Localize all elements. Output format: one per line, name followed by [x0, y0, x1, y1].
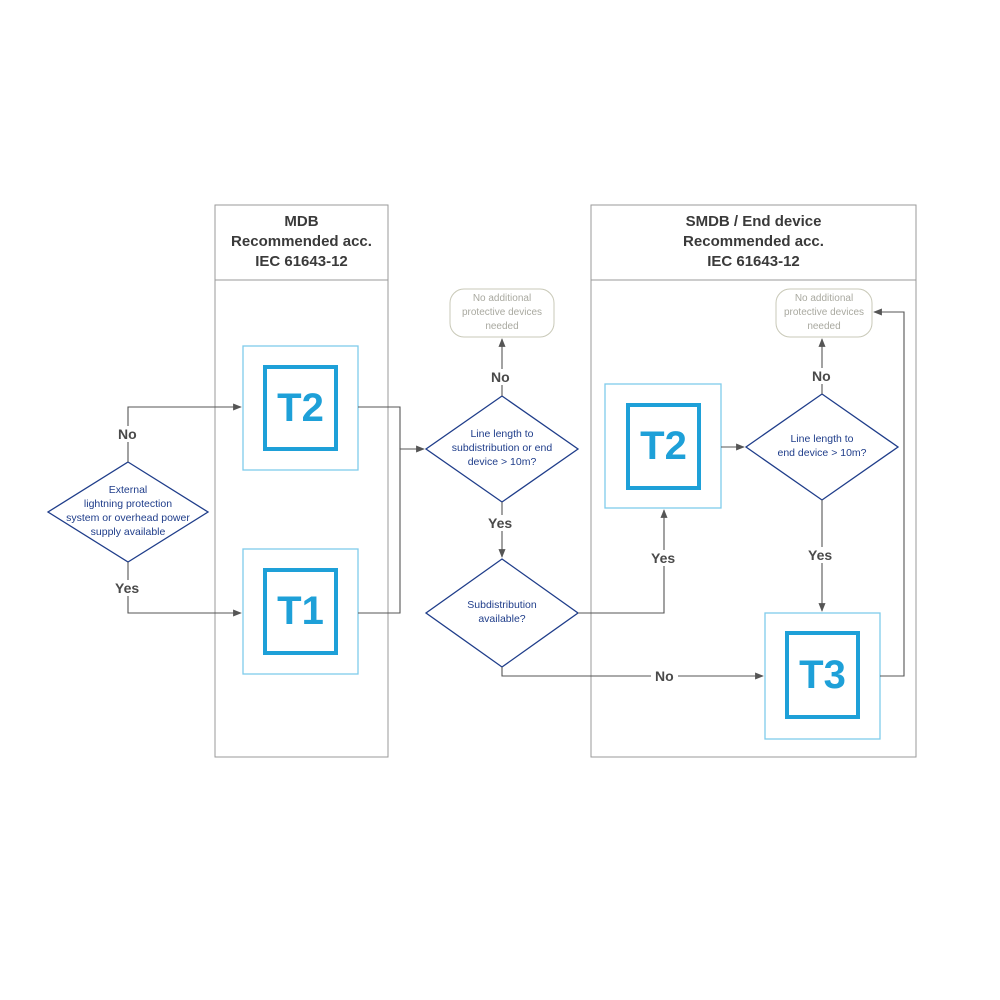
no-devices-terminal-2: [775, 288, 873, 338]
mdb-t1-label: T1: [277, 589, 324, 633]
external-no-label: No: [118, 426, 137, 442]
external-question-line-2: lightning protection: [83, 498, 173, 510]
terminal1-line-2: protective devices: [461, 307, 543, 318]
smdb-header-line-2: Recommended acc.: [683, 233, 824, 250]
subdist-question-line-2: available?: [478, 613, 526, 625]
mdb-t2-label: T2: [277, 385, 324, 430]
external-yes-label: Yes: [115, 580, 140, 596]
connector-t3-loop: [873, 308, 905, 677]
terminal2-line-1: No additional: [794, 293, 854, 304]
connector-mdb-t1-out: [358, 445, 425, 614]
line1-yes-label: Yes: [488, 515, 513, 531]
line2-question-line-1: Line length to: [790, 433, 854, 445]
connector-subdist-no: [501, 667, 764, 680]
line2-no-label: No: [812, 368, 831, 384]
subdist-question-line-1: Subdistribution: [467, 599, 537, 611]
smdb-t3-label: T3: [799, 652, 846, 697]
mdb-column: [214, 204, 389, 758]
external-question-line-4: supply available: [90, 526, 166, 538]
connector-subdist-yes: [578, 509, 668, 614]
connector-mdb-t2-out: [358, 406, 401, 449]
terminal2-line-3: needed: [807, 321, 841, 332]
line1-no-label: No: [491, 369, 510, 385]
no-devices-text-1: No additional protective devices needed: [450, 292, 554, 334]
terminal1-line-3: needed: [485, 321, 519, 332]
line-length-question-2: Line length to end device > 10m?: [746, 432, 898, 460]
line1-question-line-1: Line length to: [470, 428, 534, 440]
smdb-column-header: SMDB / End device Recommended acc. IEC 6…: [591, 212, 916, 272]
no-devices-text-2: No additional protective devices needed: [776, 292, 872, 334]
mdb-t1-device: [242, 548, 359, 675]
mdb-column-header: MDB Recommended acc. IEC 61643-12: [215, 212, 388, 272]
line2-question-line-2: end device > 10m?: [777, 447, 867, 459]
mdb-t2-device: [242, 345, 359, 471]
line2-yes-label: Yes: [808, 547, 833, 563]
external-question-line-3: system or overhead power: [66, 512, 190, 524]
external-protection-question: External lightning protection system or …: [48, 483, 208, 539]
terminal1-line-1: No additional: [472, 293, 532, 304]
smdb-header-line-1: SMDB / End device: [685, 213, 822, 230]
smdb-header-line-3: IEC 61643-12: [707, 253, 800, 270]
line-length-question-1: Line length to subdistribution or end de…: [426, 427, 578, 469]
line1-question-line-3: device > 10m?: [467, 456, 537, 468]
subdist-no-label: No: [651, 668, 678, 684]
mdb-header-line-2: Recommended acc.: [231, 233, 372, 250]
mdb-header-line-3: IEC 61643-12: [255, 253, 348, 270]
smdb-t3-device: [764, 612, 881, 740]
connector-external-no: [127, 403, 242, 462]
subdist-yes-label: Yes: [651, 550, 676, 566]
connector-external-yes: [127, 562, 242, 617]
line1-question-line-2: subdistribution or end: [451, 442, 553, 454]
terminal2-line-2: protective devices: [783, 307, 865, 318]
smdb-t2-device: [604, 383, 722, 509]
smdb-column: [590, 204, 917, 758]
external-question-line-1: External: [108, 484, 148, 496]
smdb-t2-label: T2: [640, 424, 687, 468]
no-devices-terminal-1: [449, 288, 555, 338]
subdistribution-question: Subdistribution available?: [426, 598, 578, 626]
mdb-header-line-1: MDB: [284, 213, 319, 230]
